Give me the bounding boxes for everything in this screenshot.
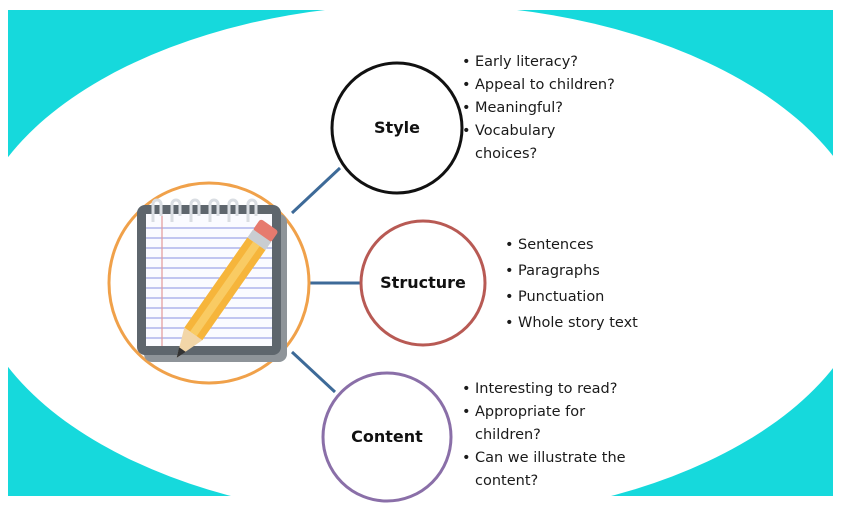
style-list: Early literacy? Appeal to children? Mean… bbox=[462, 51, 652, 166]
structure-item: Punctuation bbox=[505, 284, 675, 310]
style-label: Style bbox=[374, 118, 420, 137]
structure-label: Structure bbox=[380, 273, 466, 292]
content-list: Interesting to read? Appropriate for chi… bbox=[462, 378, 662, 493]
connector-style bbox=[290, 166, 342, 215]
content-circle bbox=[321, 371, 453, 503]
content-item: Interesting to read? bbox=[462, 378, 662, 401]
notepad-pencil-icon bbox=[137, 198, 287, 362]
structure-list: Sentences Paragraphs Punctuation Whole s… bbox=[505, 232, 675, 336]
structure-item: Whole story text bbox=[505, 310, 675, 336]
connector-content bbox=[290, 350, 337, 394]
structure-circle bbox=[359, 219, 487, 347]
structure-item: Paragraphs bbox=[505, 258, 675, 284]
pencil bbox=[176, 219, 278, 358]
structure-item: Sentences bbox=[505, 232, 675, 258]
content-label: Content bbox=[351, 427, 423, 446]
content-item: Appropriate for children? bbox=[462, 401, 625, 447]
style-item: Early literacy? bbox=[462, 51, 652, 74]
style-item: Appeal to children? bbox=[462, 74, 652, 97]
style-item: Vocabulary choices? bbox=[462, 120, 585, 166]
style-item: Meaningful? bbox=[462, 97, 652, 120]
spiral-rings bbox=[151, 198, 258, 222]
content-item: Can we illustrate the content? bbox=[462, 447, 665, 493]
